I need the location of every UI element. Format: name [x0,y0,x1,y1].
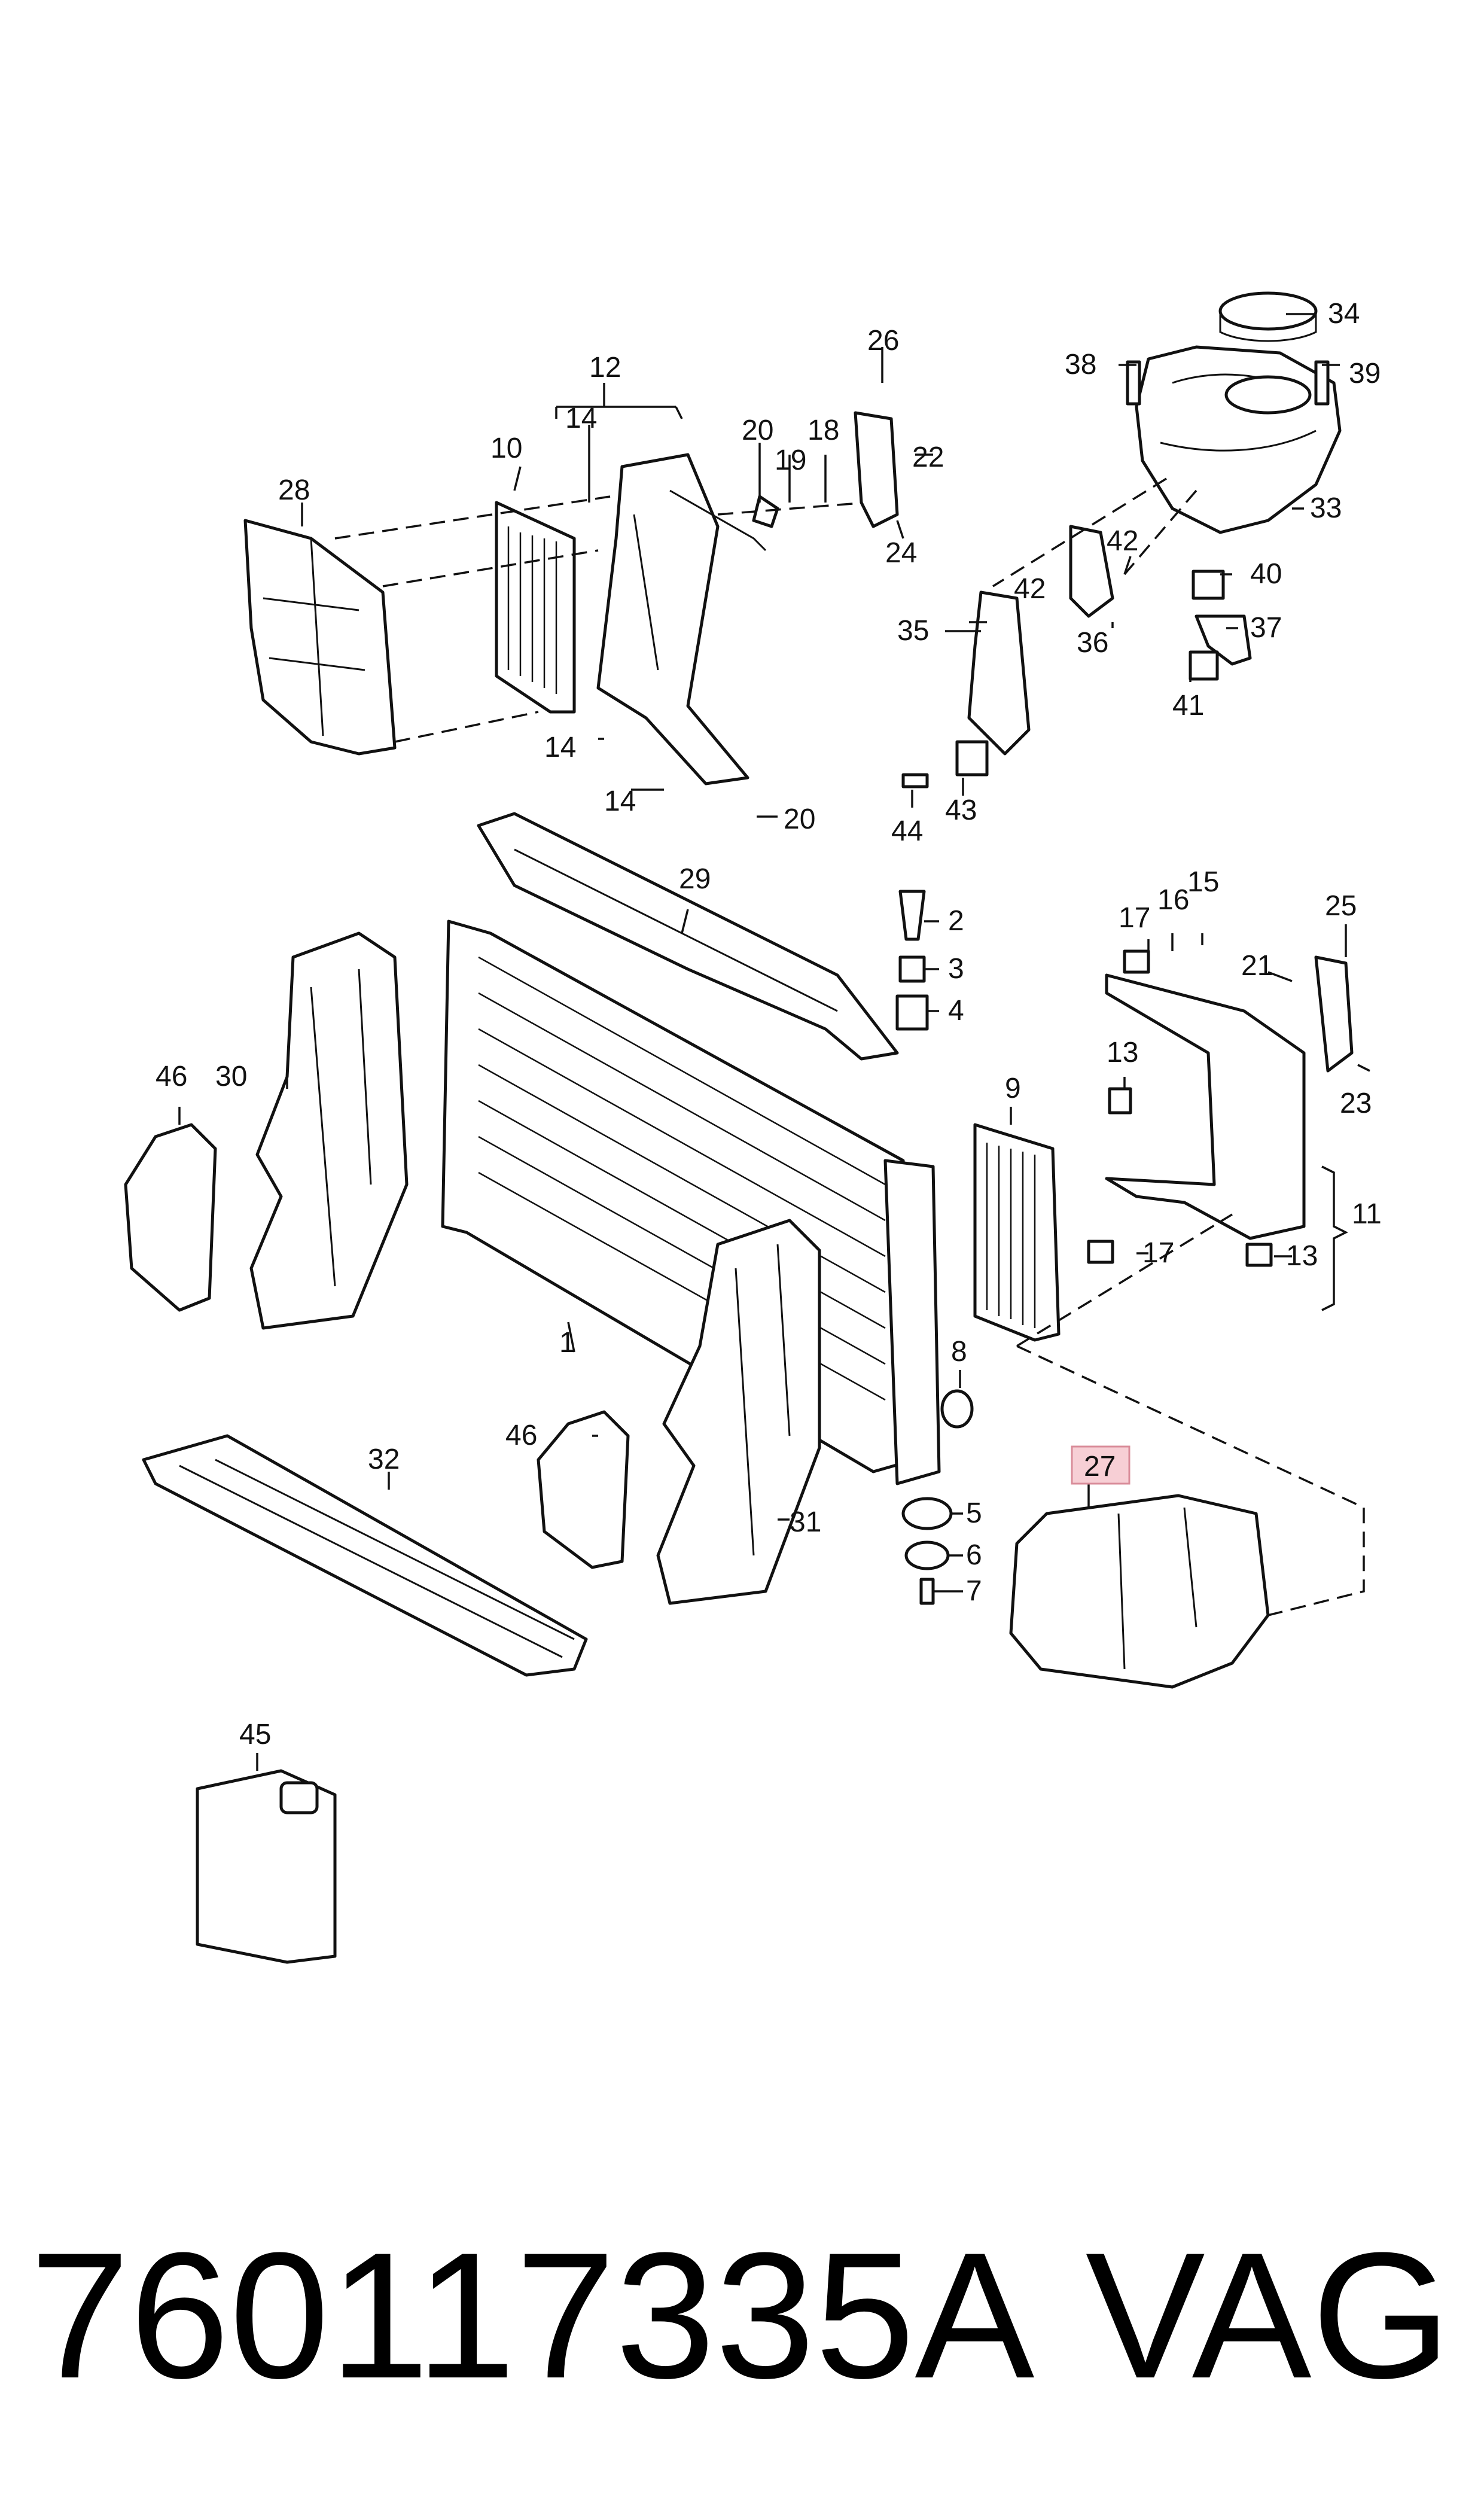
callout-16: 16 [1157,884,1189,916]
bracket-11 [1105,955,1354,1240]
callout-labels: 12 10 14 20 19 18 26 22 24 28 14 14 20 3… [156,298,1382,1750]
mount-5-6-7-8 [901,1389,974,1605]
callout-46-center: 46 [505,1420,537,1451]
callout-37: 37 [1250,612,1282,644]
callout-13-top: 13 [1107,1037,1138,1068]
callout-4: 4 [948,995,964,1027]
coolant-expansion-tank-33 [1135,345,1342,534]
callout-33: 33 [1310,492,1342,524]
callout-22: 22 [912,442,944,473]
callout-3: 3 [948,953,964,985]
callout-7: 7 [966,1575,982,1607]
air-guide-30 [249,931,409,1330]
callout-40: 40 [1250,558,1282,590]
callout-9: 9 [1005,1073,1021,1104]
callout-11: 11 [1352,1198,1382,1230]
small-fasteners-tank [901,360,1330,788]
callout-36: 36 [1077,627,1108,659]
air-duct-27 [1009,1494,1270,1689]
lower-cover-32 [142,1434,588,1677]
callout-26: 26 [867,325,899,357]
callout-42-right: 42 [1107,525,1138,557]
dashed-links-tank [992,477,1197,587]
callout-27-highlight [1071,1445,1130,1485]
callout-32: 32 [368,1444,400,1475]
callout-28: 28 [278,474,310,506]
part-number-label: 760117335A [30,2215,1035,2416]
callout-45: 45 [239,1719,271,1750]
callout-46-left: 46 [156,1061,187,1092]
callout-35: 35 [897,615,929,647]
callout-30: 30 [215,1061,247,1092]
callout-14-top: 14 [565,403,597,434]
callout-20-top: 20 [742,415,773,446]
callout-5: 5 [966,1497,982,1529]
air-guide-46-left [124,1123,217,1312]
callout-12: 12 [589,352,621,383]
callout-13-low: 13 [1286,1240,1318,1272]
oil-cooler-10 [495,501,576,714]
callout-24: 24 [885,537,917,569]
bracket-35 [967,590,1031,756]
callout-14-low: 14 [604,785,636,817]
leader-lines [178,313,1370,1771]
dashed-links-upper-left [334,495,868,743]
callout-21: 21 [1241,950,1273,982]
brand-label: VAG [1085,2215,1451,2416]
callout-29: 29 [679,863,711,895]
callout-10: 10 [490,433,522,464]
callout-14-mid: 14 [544,732,576,763]
callout-41: 41 [1172,690,1204,721]
callout-2: 2 [948,905,964,937]
tank-cap-34 [1218,291,1318,342]
fluid-container-45 [196,1769,337,1964]
hose-connector-2-3-4 [895,890,929,1031]
callout-18: 18 [807,415,839,446]
air-guide-46-center [537,1410,630,1569]
callout-25: 25 [1325,890,1357,922]
callout-39: 39 [1349,358,1381,389]
cover-29 [477,812,899,1061]
callout-20-low: 20 [784,803,815,835]
dashed-links-right [1016,1213,1365,1616]
callout-17-top: 17 [1119,902,1150,934]
bracket-22 [854,411,899,528]
aux-cooler-9 [973,1123,1061,1342]
callout-43: 43 [945,794,977,826]
bracket-12 [596,453,779,785]
air-duct-28 [243,519,397,756]
callout-8: 8 [951,1336,967,1368]
bracket-36 [1069,525,1114,618]
callout-1: 1 [559,1327,575,1359]
callout-31: 31 [790,1506,821,1538]
air-guide-31 [656,1219,821,1605]
callout-44: 44 [891,815,923,847]
callout-17-low: 17 [1142,1237,1174,1269]
callout-42-left: 42 [1014,573,1046,605]
callout-19: 19 [775,444,806,476]
callout-34: 34 [1328,298,1360,330]
fasteners-right [1087,949,1273,1267]
callout-23: 23 [1340,1088,1372,1119]
callout-38: 38 [1065,349,1096,380]
callout-27: 27 [1084,1451,1116,1482]
callout-6: 6 [966,1539,982,1571]
callout-15: 15 [1187,866,1219,898]
